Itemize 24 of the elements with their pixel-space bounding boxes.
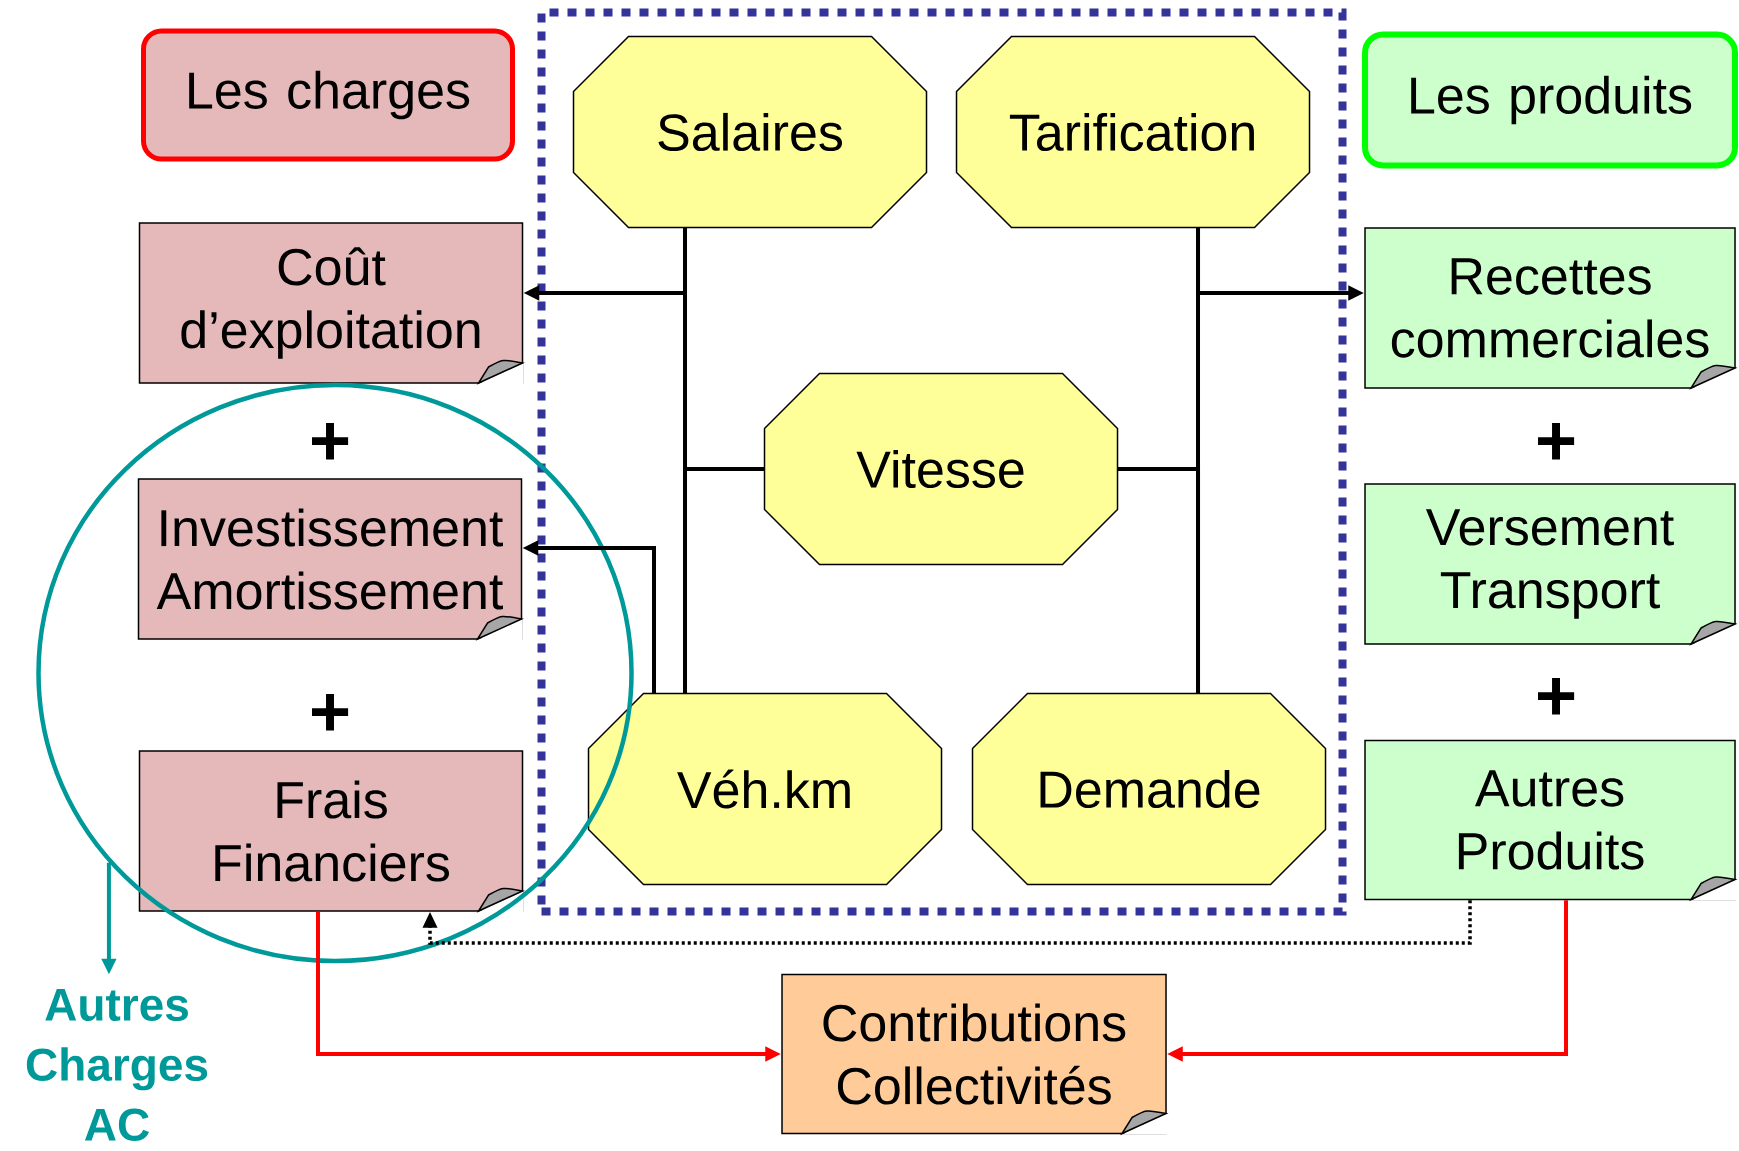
arrow: [422, 900, 1472, 945]
circle-outline: [36, 382, 634, 964]
note-box: Versement Transport: [1364, 483, 1736, 645]
note-box: Contributions Collectivités: [781, 973, 1167, 1135]
plus-sign: +: [312, 693, 349, 731]
octagon-box: Véh.km: [587, 692, 943, 886]
note-box: Autres Produits: [1364, 739, 1736, 901]
dotted-frame: [537, 8, 1347, 916]
octagon-box: Tarification: [955, 35, 1311, 229]
group-label: Autres Charges AC: [26, 988, 208, 1142]
octagon-box: Vitesse: [763, 372, 1119, 566]
connector-line: [683, 467, 765, 694]
octagon-box: Salaires: [572, 35, 928, 229]
header-box: Les produits: [1362, 31, 1738, 169]
note-box: Investissement Amortissement: [137, 478, 523, 640]
note-box: Coût d’exploitation: [138, 222, 524, 384]
plus-sign: +: [312, 422, 349, 460]
connector-line: [1117, 467, 1200, 694]
plus-sign: +: [1538, 422, 1575, 460]
octagon-box: Demande: [971, 692, 1327, 886]
plus-sign: +: [1538, 677, 1575, 715]
note-box: Recettes commerciales: [1364, 227, 1736, 389]
note-box: Frais Financiers: [138, 750, 524, 912]
header-box: Les charges: [141, 28, 515, 162]
